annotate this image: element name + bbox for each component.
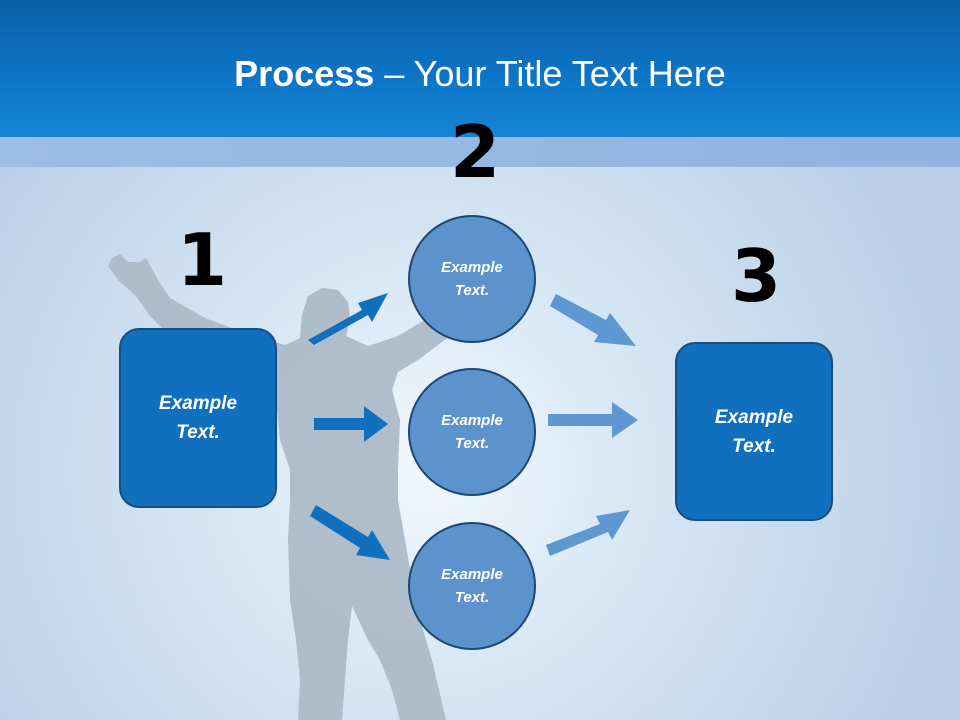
step-2-circle-middle: Example Text. (408, 368, 536, 496)
step-1-label: Example Text. (158, 393, 238, 443)
step-3-number: 3 (731, 234, 782, 318)
title-bold: Process (234, 53, 375, 94)
step-2-label-bottom: Example Text. (441, 566, 503, 606)
title-rest: – Your Title Text Here (374, 53, 726, 94)
step-2-number: 2 (450, 110, 501, 194)
arrows-to-step-3 (546, 294, 638, 556)
right-arrow-icon (546, 510, 630, 556)
step-2-circle-bottom: Example Text. (408, 522, 536, 650)
right-arrow-icon (314, 406, 388, 442)
right-arrow-icon (308, 293, 388, 345)
step-2-label-middle: Example Text. (441, 412, 503, 452)
step-2-circle-top: Example Text. (408, 215, 536, 343)
step-3-box: Example Text. (675, 342, 833, 521)
step-3-label: Example Text. (714, 406, 794, 457)
arrows-to-step-2 (308, 293, 390, 560)
step-1-box: Example Text. (119, 328, 277, 508)
right-arrow-icon (310, 505, 390, 560)
right-arrow-icon (548, 402, 638, 438)
step-2-label-top: Example Text. (441, 259, 503, 299)
slide-title: Process – Your Title Text Here (0, 52, 960, 96)
right-arrow-icon (550, 294, 636, 346)
person-silhouette-icon (108, 254, 472, 720)
accent-band (0, 137, 960, 167)
title-bar (0, 0, 960, 137)
step-1-number: 1 (177, 218, 228, 302)
